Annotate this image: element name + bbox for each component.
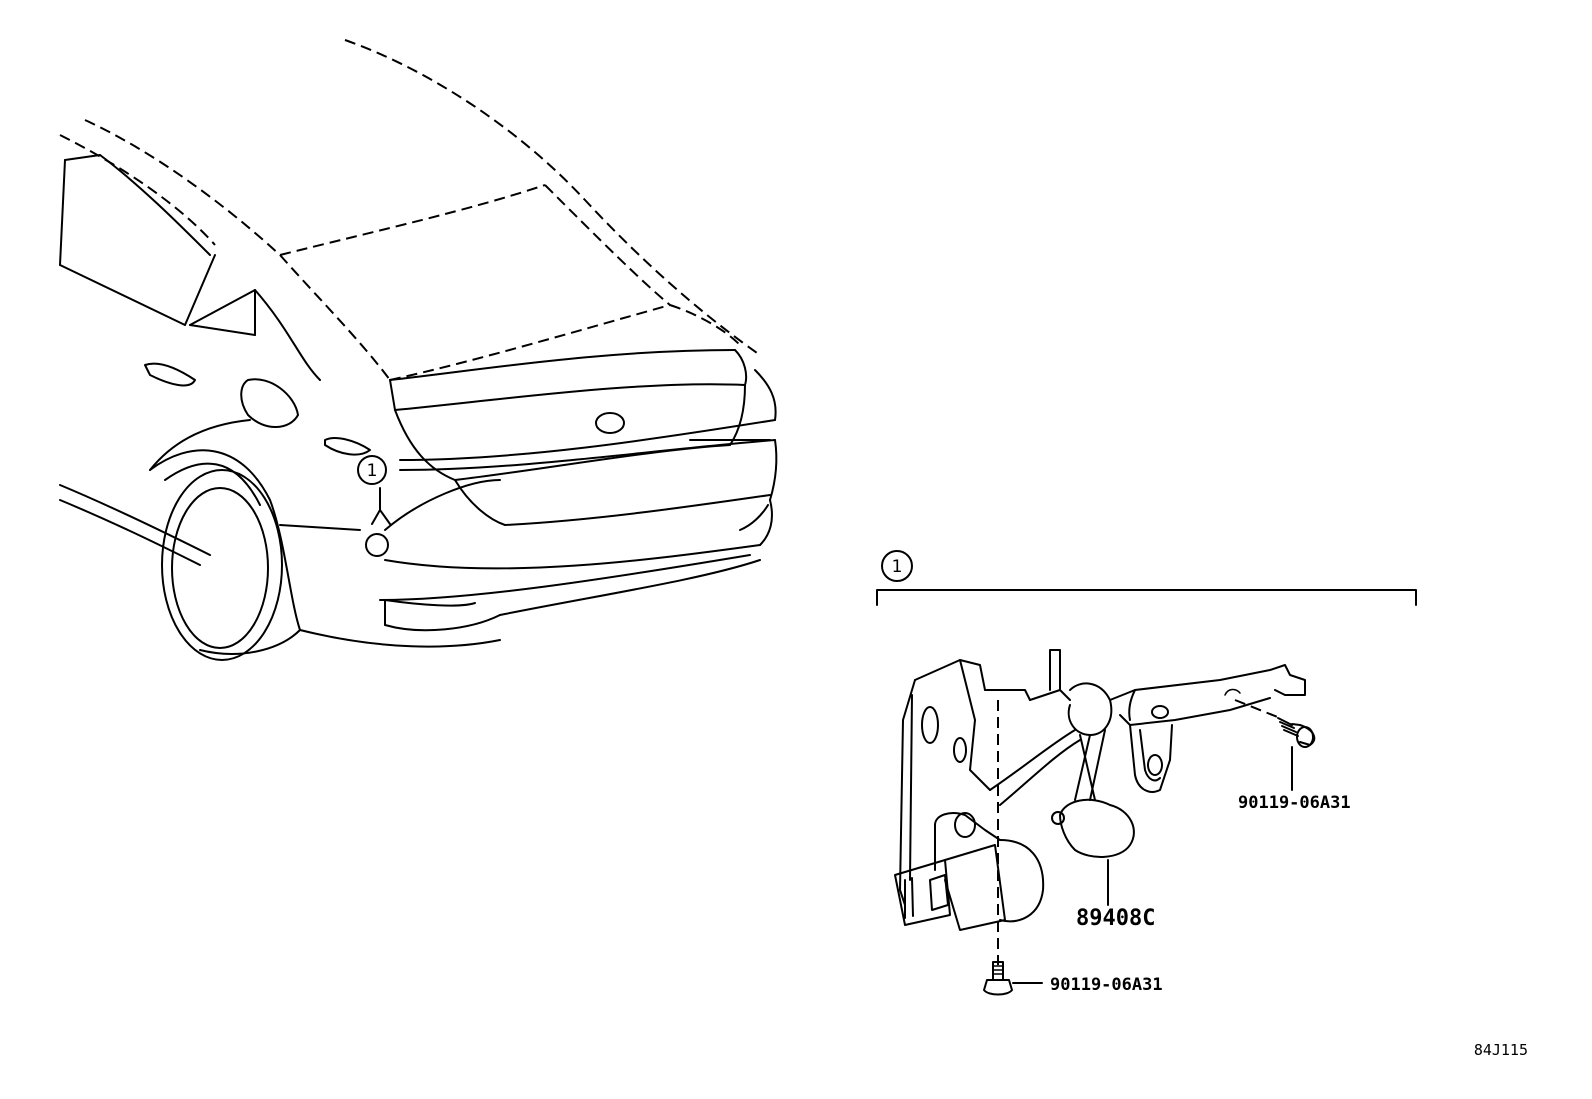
- assembly-group-bracket: 1: [876, 550, 1417, 606]
- callout-circle-vehicle: [357, 455, 387, 485]
- sensor-location-marker: [365, 533, 389, 557]
- bolt-upper-illustration: [1277, 717, 1316, 791]
- callout-circle-assembly: [881, 550, 913, 582]
- callout-number-assembly: 1: [892, 557, 903, 577]
- alignment-line-upper: [1234, 699, 1281, 719]
- illustration-code: 84J115: [1474, 1041, 1528, 1059]
- height-sensor-illustration: [894, 649, 1306, 965]
- vehicle-illustration: 1: [59, 39, 778, 661]
- part-label-bolt-upper: 90119-06A31: [1238, 793, 1351, 813]
- callout-number-vehicle: 1: [367, 461, 378, 481]
- bracket-line: [876, 589, 1417, 606]
- marker-arrow: [371, 509, 391, 525]
- part-label-sensor: 89408C: [1076, 906, 1155, 931]
- part-label-bolt-lower: 90119-06A31: [1050, 975, 1163, 995]
- bolt-lower-illustration: [983, 961, 1043, 996]
